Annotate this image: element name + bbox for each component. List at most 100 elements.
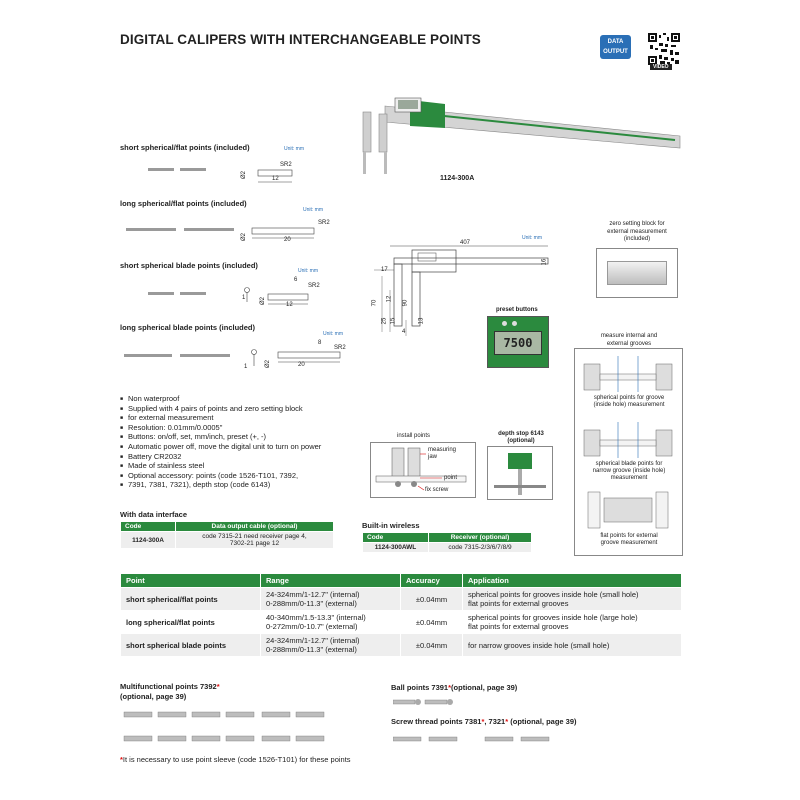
zero-block-image (607, 261, 667, 285)
dim-sr-4: SR2 (334, 345, 346, 351)
col-range: Range (260, 573, 401, 588)
dim-4: 4 (402, 329, 406, 335)
dim-len-2: 20 (284, 237, 291, 243)
zero-block-caption: zero setting block for external measurem… (607, 221, 667, 242)
ball-points-label: Ball points 7391*(optional, page 39) (391, 683, 518, 692)
dim-top-4: 8 (318, 340, 322, 346)
dim-25: 25 (381, 317, 388, 325)
depth-base (494, 485, 546, 488)
dim-sr-1: SR2 (280, 162, 292, 168)
feature-item-cont: for external measurement (120, 413, 360, 423)
measure-title: measure internal and external grooves (600, 333, 658, 347)
qr-code-icon[interactable] (648, 33, 680, 65)
dim-16: 16 (541, 258, 548, 266)
feature-item: Supplied with 4 pairs of points and zero… (120, 404, 360, 414)
table-row: short spherical/flat points 24-324mm/1-1… (120, 587, 682, 611)
model-label: 1124-300A (440, 175, 475, 182)
dim-15: 15 (390, 317, 397, 325)
preset-label: preset buttons (496, 307, 538, 313)
depth-panel (487, 446, 553, 500)
feature-item: Automatic power off, move the digital un… (120, 442, 360, 452)
dim-sr-2: SR2 (318, 220, 330, 226)
wireless-heading: Built-in wireless (362, 521, 420, 530)
dim-dia-1: Ø2 (241, 170, 248, 180)
point-drawing-2 (126, 227, 315, 239)
caliper-drawing (374, 245, 549, 336)
dim-dia-3: Ø2 (260, 296, 267, 306)
depth-caliper-head (508, 453, 532, 469)
zero-block-frame (596, 248, 678, 298)
dim-len-4: 20 (298, 362, 305, 368)
video-label: VIDEO (650, 64, 672, 70)
feature-list: Non waterproof Supplied with 4 pairs of … (120, 394, 360, 491)
feature-item: Resolution: 0.01mm/0.0005" (120, 423, 360, 433)
page-title: DIGITAL CALIPERS WITH INTERCHANGEABLE PO… (120, 32, 481, 47)
col-receiver: Receiver (optional) (428, 532, 532, 543)
footnote: *It is necessary to use point sleeve (co… (120, 755, 351, 764)
unit-2: Unit: mm (303, 207, 323, 213)
unit-3: Unit: mm (298, 268, 318, 274)
data-interface-table: Code Data output cable (optional) 1124-3… (120, 521, 334, 549)
ball-points-photos (393, 699, 453, 705)
feature-item: Battery CR2032 (120, 452, 360, 462)
dim-t-3: 1 (242, 295, 246, 301)
install-label: install points (397, 433, 431, 439)
feature-item: Buttons: on/off, set, mm/inch, preset (+… (120, 432, 360, 442)
cell-code: 1124-300AWL (362, 542, 429, 553)
dim-dia-4: Ø2 (265, 359, 272, 369)
multi-points-photos (123, 711, 325, 742)
preset-unit: 7500 (487, 316, 549, 368)
dim-90: 90 (402, 299, 409, 307)
feature-item: Optional accessory: points (code 1526-T1… (120, 471, 360, 481)
dim-70: 70 (371, 299, 378, 307)
table-row: long spherical/flat points 40-340mm/1.5-… (120, 610, 682, 634)
fix-screw-label: fix screw (425, 487, 449, 493)
col-cable: Data output cable (optional) (175, 521, 334, 532)
unit-1: Unit: mm (284, 146, 304, 152)
point-label-1: short spherical/flat points (included) (120, 143, 250, 152)
dim-sr-3: SR2 (308, 283, 320, 289)
dim-t-4: 1 (244, 364, 248, 370)
depth-rod (518, 469, 522, 495)
point-label-3: short spherical blade points (included) (120, 261, 258, 270)
spec-table: Point Range Accuracy Application short s… (120, 573, 682, 657)
point-drawing-4 (124, 349, 341, 366)
col-code: Code (362, 532, 429, 543)
preset-minus-button[interactable] (512, 321, 517, 326)
preset-plus-button[interactable] (502, 321, 507, 326)
point-drawing-3 (148, 287, 309, 305)
col-point: Point (120, 573, 261, 588)
caliper-photo (362, 97, 681, 174)
dim-13: 13 (418, 317, 425, 325)
wireless-table: Code Receiver (optional) 1124-300AWL cod… (362, 532, 532, 553)
install-diagram (375, 447, 467, 491)
install-panel (370, 442, 476, 498)
col-application: Application (462, 573, 682, 588)
data-interface-heading: With data interface (120, 510, 188, 519)
point-drawing-1 (148, 168, 293, 183)
point-label-2: long spherical/flat points (included) (120, 199, 247, 208)
feature-item: Non waterproof (120, 394, 360, 404)
cell-receiver: code 7315-2/3/6/7/8/9 (428, 542, 532, 553)
dim-dia-2: Ø2 (241, 232, 248, 242)
unit-4: Unit: mm (323, 331, 343, 337)
dim-12: 12 (386, 295, 393, 303)
col-code: Code (120, 521, 176, 532)
col-accuracy: Accuracy (400, 573, 463, 588)
drawing-unit: Unit: mm (522, 235, 542, 241)
multi-points-label: Multifunctional points 7392* (optional, … (120, 682, 220, 701)
measure-caption-3: flat points for external groove measurem… (600, 533, 658, 546)
dim-len-1: 12 (272, 176, 279, 182)
point-callout: point (444, 475, 458, 481)
data-output-badge: DATA OUTPUT (600, 35, 631, 59)
measure-panel (574, 348, 683, 556)
dim-17: 17 (381, 267, 388, 273)
feature-item-cont: 7391, 7381, 7321), depth stop (code 6143… (120, 480, 360, 490)
cell-cable: code 7315-21 need receiver page 4, 7302-… (175, 531, 334, 549)
feature-item: Made of stainless steel (120, 461, 360, 471)
dim-top-3: 6 (294, 277, 298, 283)
table-row: short spherical blade points 24-324mm/1-… (120, 633, 682, 657)
measure-caption-1: spherical points for groove (inside hole… (593, 395, 665, 408)
measuring-jaw-label: measuring jaw (428, 447, 457, 460)
cell-code: 1124-300A (120, 531, 176, 549)
